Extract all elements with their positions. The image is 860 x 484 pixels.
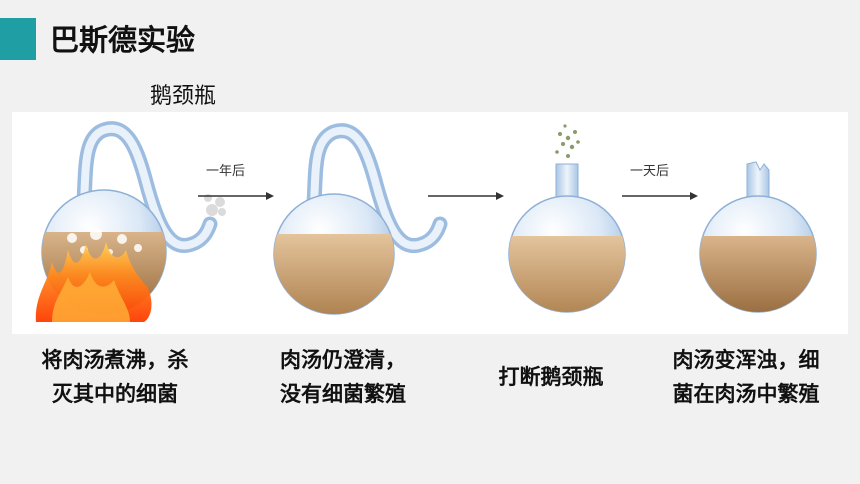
caption-boiling: 将肉汤煮沸，杀 灭其中的细菌 — [8, 343, 222, 411]
caption-line: 肉汤仍澄清， — [280, 348, 406, 372]
caption-line: 将肉汤煮沸，杀 — [41, 348, 189, 372]
flask-clear — [273, 123, 448, 315]
steam-icon — [204, 194, 226, 216]
caption-line: 灭其中的细菌 — [52, 382, 178, 406]
caption-line: 肉汤变浑浊，细 — [672, 348, 820, 372]
flame-icon — [35, 242, 152, 322]
label-after-one-day: 一天后 — [630, 164, 670, 179]
arrow-after-one-day — [622, 192, 698, 200]
flask-cloudy — [699, 161, 817, 313]
arrow-break-neck — [428, 192, 504, 200]
caption-cloudy: 肉汤变浑浊，细 菌在肉汤中繁殖 — [640, 343, 852, 411]
caption-line: 打断鹅颈瓶 — [498, 365, 604, 389]
flask-broken-neck — [508, 124, 626, 313]
experiment-illustration: 一年后 一天后 — [12, 112, 848, 334]
slide-title: 巴斯德实验 — [50, 23, 196, 57]
caption-break-neck: 打断鹅颈瓶 — [466, 360, 636, 394]
swan-neck-flask-label: 鹅颈瓶 — [150, 84, 217, 109]
caption-line: 没有细菌繁殖 — [280, 382, 406, 406]
flask-sequence-svg — [35, 121, 817, 322]
label-after-one-year: 一年后 — [206, 164, 246, 179]
caption-line: 菌在肉汤中繁殖 — [672, 382, 820, 406]
arrow-after-one-year — [198, 192, 274, 200]
caption-clear: 肉汤仍澄清， 没有细菌繁殖 — [248, 343, 438, 411]
airborne-microbes-icon — [555, 124, 580, 158]
flask-boiling — [35, 121, 226, 322]
title-accent-bar — [0, 18, 36, 60]
